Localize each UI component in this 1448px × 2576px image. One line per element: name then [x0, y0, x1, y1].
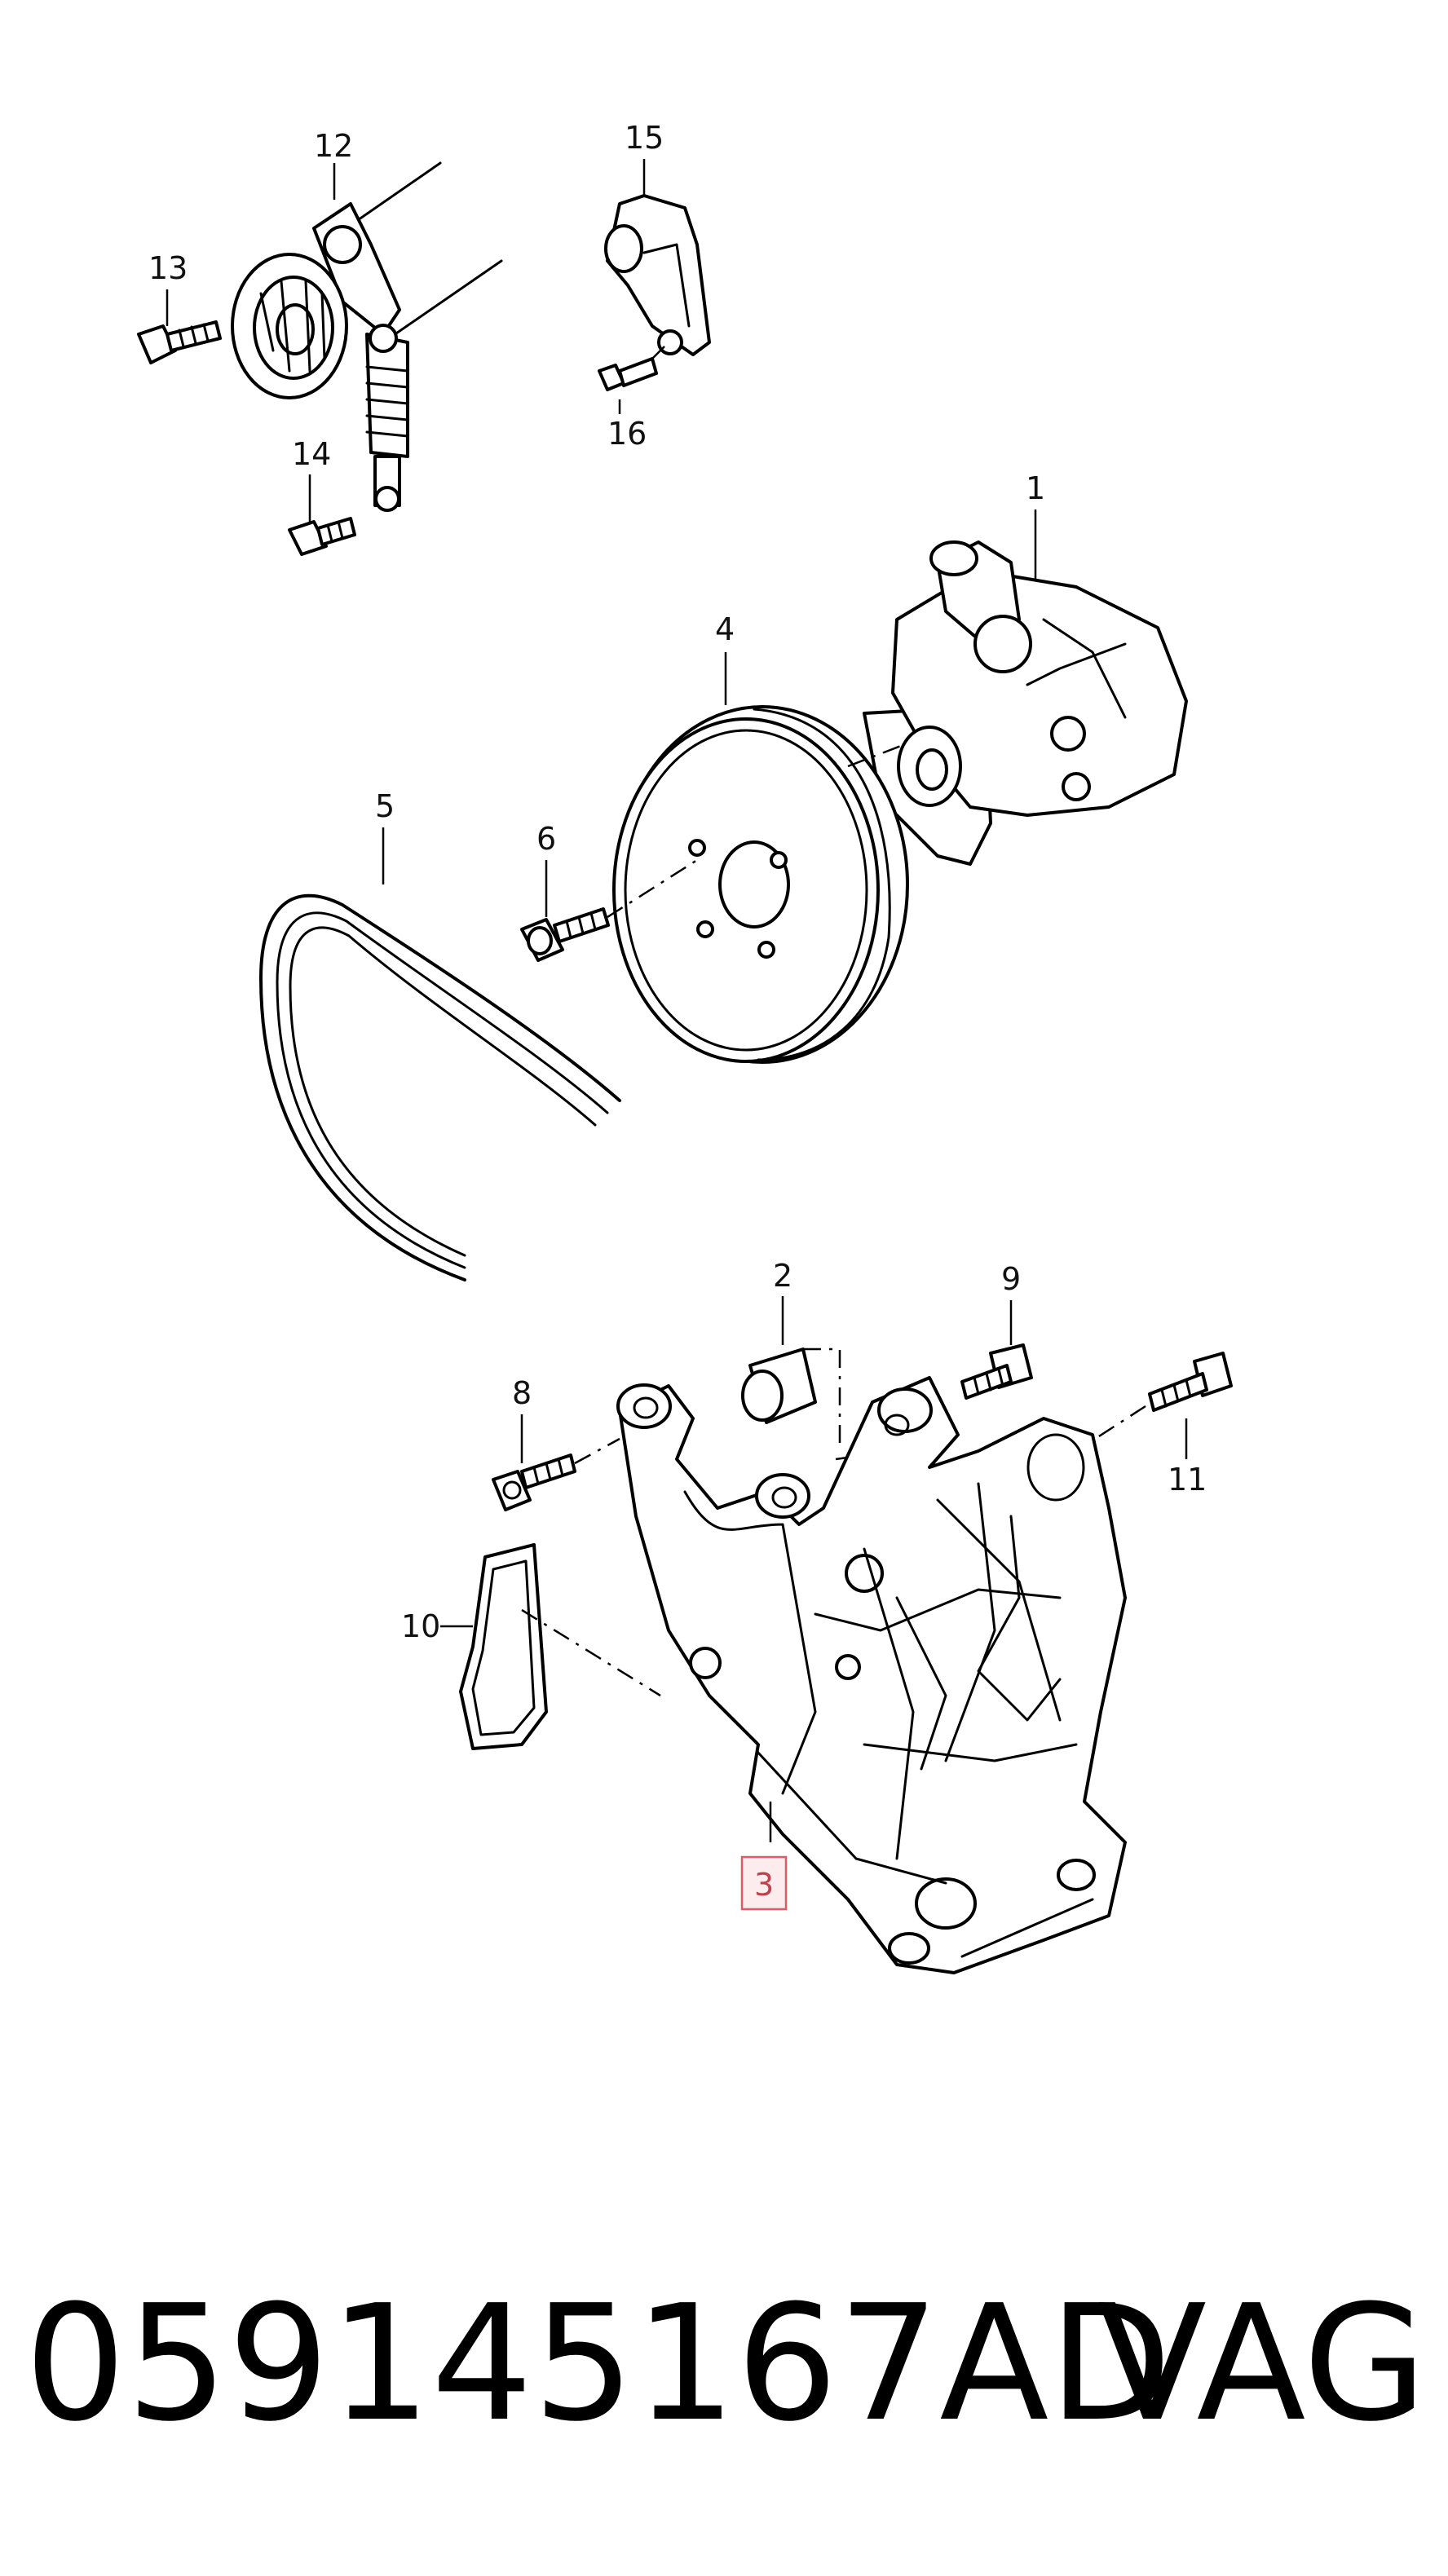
- bolt-6: [520, 858, 698, 962]
- belt-tensioner-assembly: [137, 161, 503, 556]
- bracket-15-assembly: [598, 159, 711, 414]
- parts-exploded-diagram: 12 13 14 15 16 1 4 5 6 2 9 8 11 10 3: [137, 120, 1233, 1974]
- callout-15: 15: [625, 120, 664, 156]
- callout-12: 12: [314, 128, 353, 164]
- callout-16: 16: [607, 416, 647, 452]
- pulley-4: [612, 652, 909, 1064]
- callout-1: 1: [1026, 470, 1045, 506]
- part-number: 059145167AD: [24, 2271, 1172, 2457]
- callout-3: 3: [754, 1867, 774, 1903]
- bolt-9: [960, 1300, 1033, 1400]
- part-number-footer: 059145167AD VAG: [24, 2274, 1427, 2454]
- brand-name: VAG: [1097, 2271, 1427, 2457]
- callout-10: 10: [401, 1608, 440, 1644]
- callout-labels: 12 13 14 15 16 1 4 5 6 2 9 8 11 10 3: [148, 120, 1207, 1911]
- bolt-8: [492, 1414, 620, 1511]
- bolt-11: [1075, 1352, 1233, 1459]
- callout-11: 11: [1168, 1462, 1207, 1498]
- callout-5: 5: [375, 788, 395, 824]
- belt-5: [259, 827, 621, 1281]
- bushing-2: [741, 1296, 865, 1461]
- power-steering-pump: [863, 509, 1188, 866]
- callout-4: 4: [715, 611, 735, 647]
- highlight-box-3: [740, 1855, 788, 1911]
- gasket-10: [440, 1543, 661, 1750]
- callout-14: 14: [292, 436, 331, 472]
- callout-13: 13: [148, 250, 188, 286]
- mounting-bracket-3: [616, 1376, 1127, 1974]
- callout-2: 2: [773, 1258, 792, 1294]
- callout-6: 6: [536, 821, 556, 857]
- callout-8: 8: [512, 1375, 532, 1411]
- callout-9: 9: [1001, 1261, 1021, 1297]
